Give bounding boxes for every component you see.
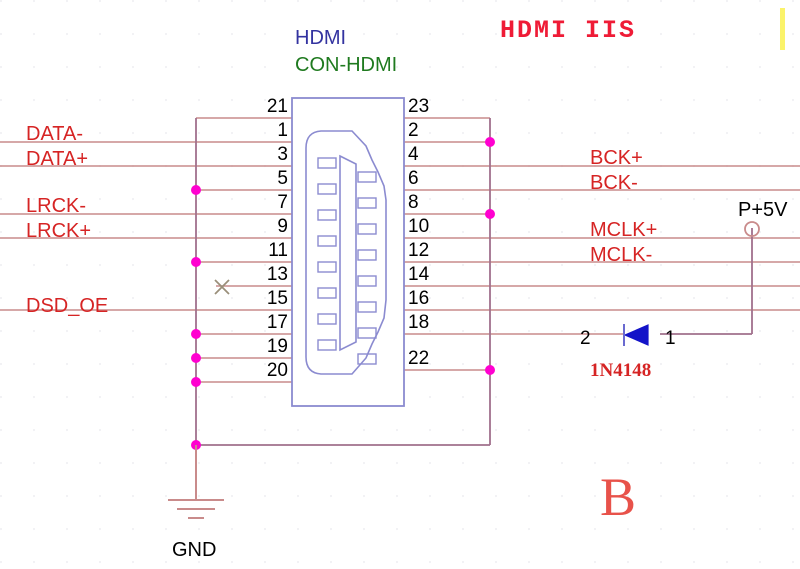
net-label-mclk-plus: MCLK+ (590, 219, 658, 241)
pin-number-left: 7 (277, 192, 288, 213)
diode-designator: 1N4148 (590, 360, 652, 381)
pin-number-right: 4 (408, 144, 419, 165)
diode-pin-1-label: 1 (665, 328, 676, 349)
connector-comment: CON-HDMI (295, 54, 398, 76)
net-label-mclk-minus: MCLK- (590, 244, 653, 266)
connector-designator: HDMI (295, 27, 347, 49)
power-port-label: P+5V (738, 199, 788, 221)
pin-number-right: 6 (408, 168, 419, 189)
net-label-data-plus: DATA+ (26, 148, 89, 170)
net-label-bck-plus: BCK+ (590, 147, 643, 169)
pin-number-right: 18 (408, 312, 430, 333)
net-label-dsd-oe: DSD_OE (26, 295, 109, 317)
pin-number-left: 17 (266, 312, 288, 333)
pin-number-left: 1 (277, 120, 288, 141)
pin-number-right: 22 (408, 348, 430, 369)
sheet-title: HDMI IIS (500, 16, 637, 45)
pin-number-right: 2 (408, 120, 419, 141)
pin-number-right: 23 (408, 96, 430, 117)
pin-number-right: 10 (408, 216, 430, 237)
pin-number-left: 20 (266, 360, 288, 381)
junction-dots (191, 137, 495, 450)
net-label-bck-minus: BCK- (590, 172, 638, 194)
diode-symbol (623, 324, 649, 346)
bus-wires (195, 118, 753, 500)
right-pin-wires (404, 117, 800, 371)
pin-number-left: 11 (268, 240, 288, 261)
sheet-letter: B (600, 467, 637, 527)
ground-label: GND (172, 539, 217, 561)
pin-number-left: 15 (266, 288, 288, 309)
pin-number-left: 3 (277, 144, 288, 165)
pin-number-right: 8 (408, 192, 419, 213)
no-connect-marker-pin13 (214, 279, 230, 295)
corner-mark (780, 8, 785, 50)
pin-number-left: 13 (266, 264, 288, 285)
ground-symbol (168, 445, 224, 519)
pin-number-right: 16 (408, 288, 430, 309)
pin-number-left: 21 (266, 96, 288, 117)
left-pin-wires (0, 117, 292, 383)
pin-number-left: 5 (277, 168, 288, 189)
power-port-circle (744, 221, 760, 237)
diode-pin-2-label: 2 (580, 328, 591, 349)
net-label-data-minus: DATA- (26, 123, 84, 145)
pin-number-left: 9 (277, 216, 288, 237)
pin-number-right: 12 (408, 240, 430, 261)
pin-number-right: 14 (408, 264, 430, 285)
pin-number-left: 19 (266, 336, 288, 357)
hdmi-connector-symbol (291, 97, 405, 407)
net-label-lrck-plus: LRCK+ (26, 220, 92, 242)
net-label-lrck-minus: LRCK- (26, 195, 87, 217)
